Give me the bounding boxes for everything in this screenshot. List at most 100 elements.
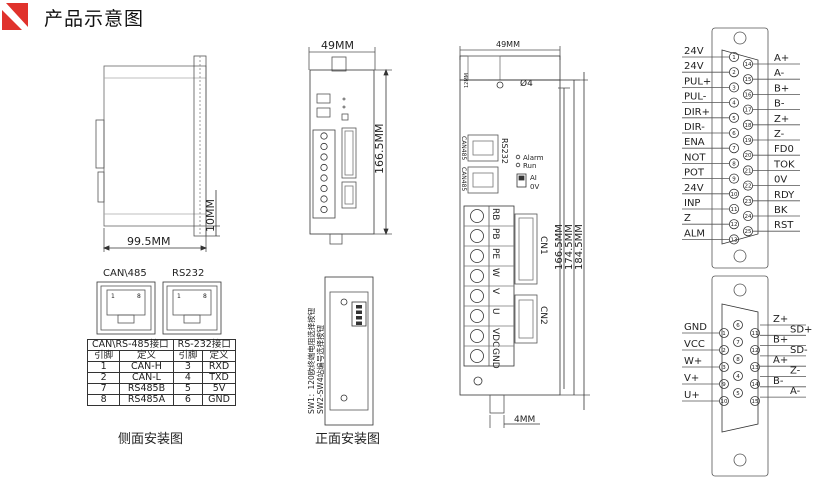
switch-0v: 0V bbox=[530, 183, 539, 191]
table-header-row: CAN\RS-485接口 RS-232接口 bbox=[87, 339, 236, 351]
db15-pin bbox=[733, 371, 743, 381]
side-width-dim: 99.5MM bbox=[127, 235, 170, 248]
db25-pin bbox=[729, 203, 740, 214]
dim-166: 166.5MM bbox=[554, 224, 565, 270]
db15-pin-number: 3 bbox=[722, 365, 726, 371]
rj45-ports: CAN\485 RS232 1 8 1 8 bbox=[96, 268, 222, 335]
db25-pin bbox=[743, 226, 754, 237]
db25-pin-number: 12 bbox=[731, 222, 738, 228]
terminal-label: GND bbox=[490, 348, 500, 369]
db25-pin-number: 23 bbox=[745, 199, 752, 205]
db25-left-label: PUL- bbox=[684, 92, 707, 103]
cn1-label: CN1 bbox=[538, 236, 548, 255]
db25-pin bbox=[729, 158, 740, 169]
front-view-caption: 正面安装图 bbox=[315, 432, 381, 447]
terminal-screw bbox=[470, 349, 484, 363]
dip-switch-bit bbox=[356, 321, 362, 325]
table-cell: RS485A bbox=[119, 394, 174, 406]
db15-pin bbox=[719, 345, 729, 355]
db25-pin-number: 24 bbox=[745, 214, 752, 220]
db15-pin-number: 9 bbox=[722, 382, 726, 388]
db25-pin-number: 3 bbox=[732, 85, 736, 91]
front-width-dim: 49MM bbox=[321, 39, 354, 52]
db25-pin bbox=[743, 104, 754, 115]
table-row: 1 CAN-H 3 RXD bbox=[86, 361, 236, 373]
db25-right-label: BK bbox=[774, 205, 788, 216]
table-cell: 8 bbox=[86, 394, 121, 406]
db25-pin-number: 13 bbox=[731, 237, 738, 243]
dip-switch bbox=[356, 305, 362, 325]
terminal-screw bbox=[470, 249, 484, 263]
db25-pin bbox=[743, 134, 754, 145]
db25-right-label: TOK bbox=[773, 159, 795, 170]
top-dim: 12MM bbox=[464, 73, 470, 88]
db15-pin bbox=[733, 337, 743, 347]
db25-left-label: POT bbox=[684, 168, 705, 179]
terminal-screw bbox=[470, 289, 484, 303]
page-title: 产品示意图 bbox=[44, 8, 145, 30]
db15-pin bbox=[750, 345, 760, 355]
terminal-screw bbox=[320, 153, 328, 161]
db25-pin-number: 20 bbox=[745, 153, 752, 159]
terminal-screw bbox=[320, 184, 328, 193]
db25-connector: 124V224V3PUL+4PUL-5DIR+6DIR-7ENA8NOT9POT… bbox=[682, 27, 800, 269]
db15-right-label: Z+ bbox=[773, 314, 788, 325]
db15-pin-number: 11 bbox=[752, 331, 759, 337]
port-label-can485-b: CAN485 bbox=[460, 167, 467, 191]
pin-definition-table: CAN\RS-485接口 RS-232接口 引脚 定义 引脚 定义 1 CAN-… bbox=[86, 339, 236, 406]
terminal-screw bbox=[470, 269, 484, 283]
table-cell: 7 bbox=[86, 383, 121, 395]
db25-right-label: B+ bbox=[774, 83, 789, 94]
db15-right-label: A- bbox=[790, 386, 801, 397]
db25-right-label: B- bbox=[774, 99, 785, 110]
db25-right-label: A+ bbox=[774, 53, 789, 64]
db25-pin-number: 21 bbox=[745, 168, 752, 174]
db15-pin bbox=[750, 362, 760, 372]
db25-right-label: FD0 bbox=[774, 144, 794, 155]
db15-pin bbox=[719, 379, 729, 389]
db25-left-label: DIR+ bbox=[684, 107, 710, 118]
db25-pin bbox=[729, 173, 740, 184]
rj-pin-8: 8 bbox=[137, 293, 141, 300]
detail-view: 49MM 12MM Ø4 CAN485 CAN485 RS232 Alarm R… bbox=[459, 40, 590, 428]
front-view: 49MM 166.5MM bbox=[308, 39, 392, 245]
db25-pin bbox=[729, 82, 740, 93]
db25-pin bbox=[743, 119, 754, 130]
db25-pin-number: 19 bbox=[745, 138, 752, 144]
db25-pin-number: 2 bbox=[732, 70, 736, 76]
db25-pin bbox=[743, 150, 754, 161]
db25-pin bbox=[743, 195, 754, 206]
switch-ai: AI bbox=[530, 174, 537, 182]
table-row: 2 CAN-L 4 TXD bbox=[86, 372, 236, 384]
db25-pin-number: 16 bbox=[745, 92, 752, 98]
db25-left-label: 24V bbox=[684, 46, 704, 57]
db15-pin-number: 1 bbox=[722, 331, 726, 337]
db25-left-label: INP bbox=[684, 198, 700, 209]
side-view-caption: 侧面安装图 bbox=[118, 432, 184, 447]
rj-pin-8: 8 bbox=[203, 293, 207, 300]
db25-pin bbox=[729, 143, 740, 154]
db25-left-label: ENA bbox=[684, 137, 705, 148]
db25-pin-number: 22 bbox=[745, 184, 752, 190]
db15-pin bbox=[750, 379, 760, 389]
db15-right-label: B- bbox=[773, 376, 784, 387]
db25-left-label: DIR- bbox=[684, 122, 705, 133]
db25-pin bbox=[729, 67, 740, 78]
rj-pin-1: 1 bbox=[177, 293, 181, 300]
db25-pin-number: 5 bbox=[732, 116, 736, 122]
db25-right-label: RST bbox=[774, 220, 794, 231]
db15-left-label: V+ bbox=[684, 373, 699, 384]
db25-left-label: ALM bbox=[684, 228, 705, 239]
db15-pin-number: 6 bbox=[736, 323, 740, 329]
port-label-can485: CAN\485 bbox=[103, 268, 147, 279]
terminal-screw bbox=[320, 132, 328, 140]
db15-right-label: Z- bbox=[790, 366, 801, 377]
led-run: Run bbox=[523, 162, 536, 170]
led-alarm: Alarm bbox=[523, 154, 544, 162]
hole-dim: Ø4 bbox=[520, 78, 533, 89]
db15-pin-number: 8 bbox=[736, 357, 740, 363]
db25-pin-number: 8 bbox=[732, 161, 736, 167]
switch-text-sw2: SW2-SW4站编号选择按钮 bbox=[315, 324, 325, 414]
db15-right-label: SD- bbox=[790, 345, 808, 356]
